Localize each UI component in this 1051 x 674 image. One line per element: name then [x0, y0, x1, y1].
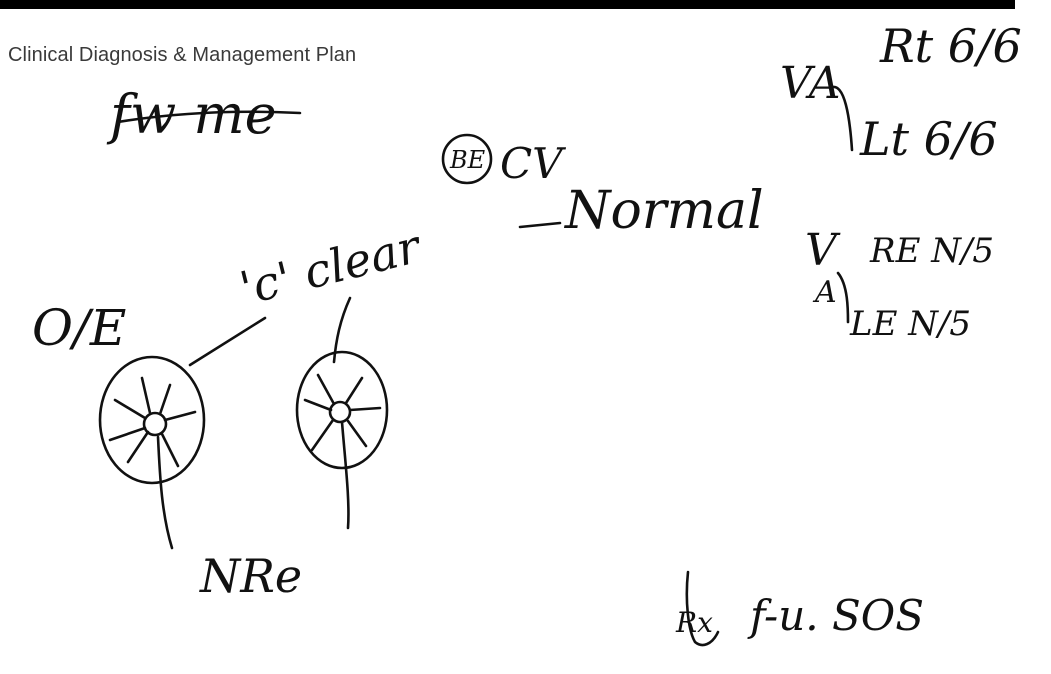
oe-note: O/E — [32, 299, 126, 357]
right-eye-disc — [142, 411, 168, 437]
page-title: Clinical Diagnosis & Management Plan — [8, 44, 357, 66]
top-rule — [0, 0, 1015, 9]
cornea-clear-note: 'c' clear — [235, 218, 428, 315]
right-eye-vessel — [158, 383, 172, 416]
both-eyes-circle — [441, 133, 493, 185]
cornea-leader-left-eye — [332, 296, 352, 364]
left-eye-vessel — [316, 373, 336, 406]
both-eyes-note: BE — [449, 146, 486, 174]
va-near-le: LE N/5 — [849, 304, 971, 344]
rx-symbol: Rx — [675, 606, 713, 639]
right-eye-fundus-sketch — [98, 355, 206, 485]
rx-stroke — [685, 570, 720, 647]
nrr-leader-right-eye — [156, 435, 174, 550]
va-distance-le: Lt 6/6 — [859, 112, 998, 166]
follow-up-note: f-u. SOS — [747, 591, 924, 640]
va-distance-label: VA — [780, 58, 841, 109]
nrr-leader-left-eye — [340, 420, 350, 530]
left-eye-vessel — [346, 419, 368, 448]
left-eye-outline — [295, 350, 389, 470]
va-near-re: RE N/5 — [869, 231, 994, 271]
left-eye-vessel — [348, 406, 382, 412]
complaint-cross-stroke — [116, 110, 302, 124]
normal-dash — [518, 221, 562, 229]
va-near-label: V — [805, 225, 841, 276]
left-eye-vessel — [303, 398, 333, 412]
va-near-label-sub: A — [812, 275, 837, 310]
normal-note: Normal — [563, 181, 764, 241]
right-eye-vessel — [163, 410, 197, 422]
right-eye-vessel — [140, 376, 152, 415]
left-eye-vessel — [344, 376, 364, 405]
right-eye-outline — [98, 355, 206, 485]
right-eye-vessel — [160, 432, 180, 468]
right-eye-vessel — [126, 430, 150, 464]
right-eye-vessel — [108, 426, 147, 442]
right-eye-vessel — [113, 398, 147, 420]
left-eye-vessel — [310, 418, 335, 452]
va-near-bracket — [836, 271, 850, 324]
left-eye-fundus-sketch — [295, 350, 389, 470]
left-eye-disc — [328, 400, 352, 424]
nrr-note: NRe — [199, 549, 302, 603]
va-distance-re: Rt 6/6 — [879, 19, 1022, 73]
cornea-leader-right-eye — [188, 316, 267, 367]
va-distance-bracket — [828, 85, 854, 152]
cv-note: CV — [500, 139, 566, 188]
